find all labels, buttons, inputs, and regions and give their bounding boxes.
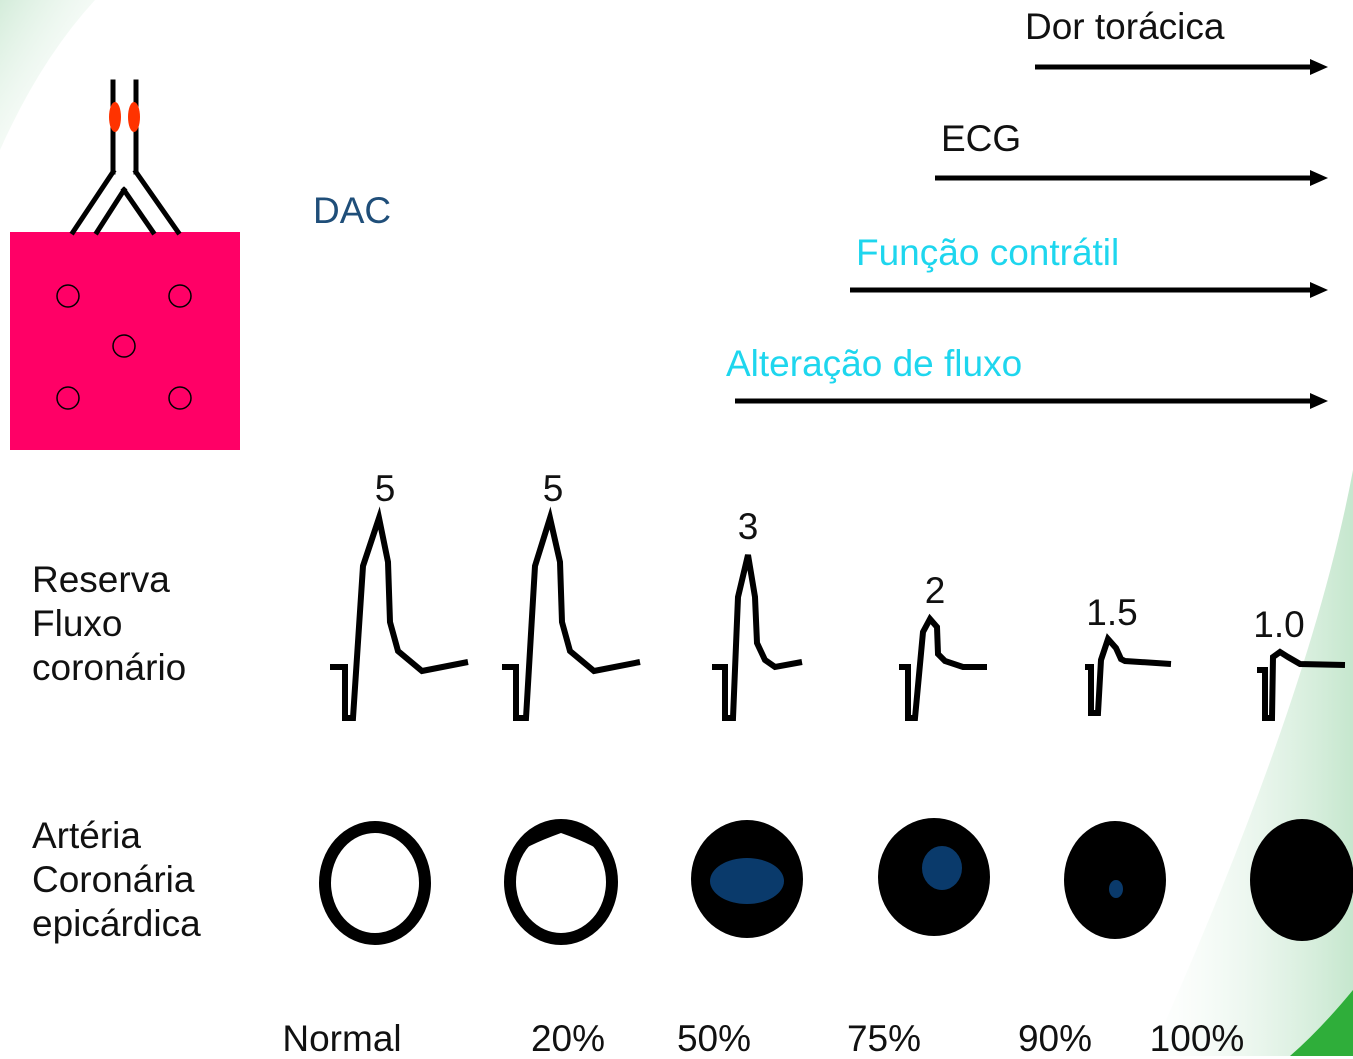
reserve-value-90: 1.5 <box>1086 592 1138 633</box>
waveform-90 <box>1085 633 1172 716</box>
artery-normal <box>319 821 431 945</box>
artery-20 <box>504 819 618 945</box>
myocardium-block <box>10 232 240 450</box>
artery-cross-sections <box>319 818 1353 945</box>
reserve-value-20: 5 <box>542 468 564 509</box>
stenosis-label-50: 50% <box>676 1018 752 1059</box>
reserve-label-line-1: Reserva <box>32 559 170 600</box>
timeline-arrows <box>735 59 1328 409</box>
lumen-90 <box>1109 880 1123 898</box>
timeline-label-dor-toracica: Dor torácica <box>1025 6 1225 47</box>
reserve-label-line-3: coronário <box>32 647 187 688</box>
swoosh-corner <box>1290 990 1353 1056</box>
plaque-right <box>128 102 140 132</box>
timeline-label-alteracao-fluxo: Alteração de fluxo <box>726 343 1023 384</box>
coronary-illustration <box>10 79 240 450</box>
reserve-row-label: Reserva Fluxo coronário <box>32 558 186 690</box>
stenosis-label-normal: Normal <box>282 1018 402 1059</box>
artery-75 <box>878 818 990 936</box>
timeline-label-ecg: ECG <box>941 118 1022 159</box>
waveform-75 <box>899 613 987 721</box>
artery-label-line-1: Artéria <box>32 815 141 856</box>
waveform-normal <box>330 506 469 721</box>
lumen-75 <box>922 846 962 890</box>
capillary-circles <box>56 284 192 410</box>
reserve-value-100: 1.0 <box>1253 604 1305 645</box>
reserve-value-normal: 5 <box>374 468 396 509</box>
timeline-label-funcao-contratil: Função contrátil <box>856 232 1120 273</box>
stenosis-label-90: 90% <box>1017 1018 1093 1059</box>
waveform-50 <box>712 554 803 721</box>
stenosis-label-100: 100% <box>1149 1018 1245 1059</box>
reserve-value-50: 3 <box>737 506 759 547</box>
flow-waveforms <box>330 506 1346 721</box>
reserve-value-75: 2 <box>924 570 946 611</box>
waveform-100 <box>1257 648 1346 721</box>
lumen-50 <box>710 858 784 904</box>
artery-label-line-2: Coronária <box>32 859 195 900</box>
stenosis-label-20: 20% <box>530 1018 606 1059</box>
artery-row-label: Artéria Coronária epicárdica <box>32 814 201 946</box>
artery-label-line-3: epicárdica <box>32 903 201 944</box>
artery-50 <box>691 820 803 938</box>
dac-label: DAC <box>313 190 392 231</box>
artery-90 <box>1064 821 1166 939</box>
plaque-left <box>109 102 121 132</box>
stenosis-label-75: 75% <box>846 1018 922 1059</box>
reserve-label-line-2: Fluxo <box>32 603 123 644</box>
waveform-20 <box>502 506 641 721</box>
artery-100 <box>1250 819 1353 941</box>
swoosh-top-left <box>0 0 95 150</box>
